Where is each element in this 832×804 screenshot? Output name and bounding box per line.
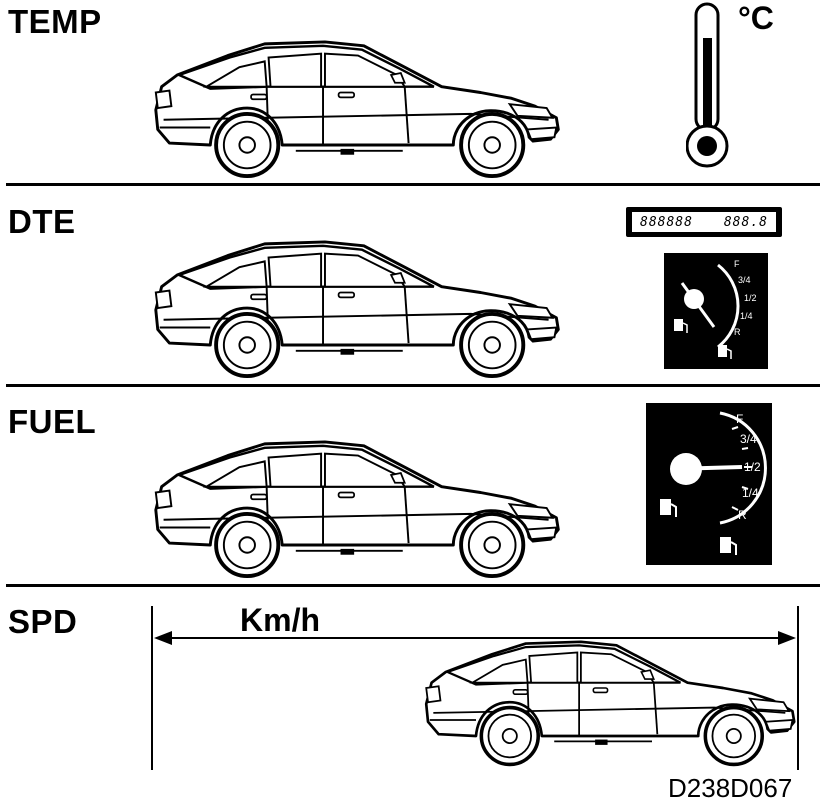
speed-unit: Km/h — [240, 602, 320, 638]
fuel-pump-icon — [660, 499, 677, 517]
spd-label: SPD — [8, 603, 78, 640]
fuel-pump-icon — [674, 319, 688, 333]
fuel-gauge-icon-fuel: F 3/4 1/2 1/4 R — [646, 403, 772, 565]
fuel-label: FUEL — [8, 403, 97, 440]
divider-1 — [6, 183, 820, 186]
dte-gauge-mark-three-quarter: 3/4 — [738, 275, 751, 285]
dte-display-left: 888888 — [640, 214, 693, 230]
temp-label: TEMP — [8, 3, 102, 40]
car-illustration-dte — [153, 240, 561, 379]
fuel-gauge-icon-dte: F 3/4 1/2 1/4 R — [664, 253, 768, 369]
divider-2 — [6, 384, 820, 387]
dte-gauge-mark-half: 1/2 — [744, 293, 757, 303]
figure-code: D238D067 — [668, 773, 793, 803]
fuel-gauge-mark-reserve: R — [738, 508, 747, 522]
dte-gauge-mark-reserve: R — [734, 327, 741, 337]
fuel-pump-icon — [718, 345, 732, 359]
car-illustration-temp — [153, 40, 561, 179]
dte-display-right: 888.8 — [723, 214, 768, 230]
fuel-gauge-mark-quarter: 1/4 — [742, 486, 759, 500]
arrow-icon — [151, 606, 799, 770]
fuel-pump-icon — [720, 537, 737, 555]
dte-display: 888888 888.8 — [626, 207, 782, 237]
fuel-gauge-mark-half: 1/2 — [744, 460, 761, 474]
fuel-gauge-mark-full: F — [736, 412, 743, 426]
dte-gauge-mark-full: F — [734, 259, 740, 269]
dte-gauge-mark-quarter: 1/4 — [740, 311, 753, 321]
temp-unit: °C — [738, 0, 774, 36]
dte-label: DTE — [8, 203, 76, 240]
divider-3 — [6, 584, 820, 587]
fuel-gauge-mark-three-quarter: 3/4 — [740, 432, 757, 446]
car-illustration-fuel — [153, 440, 561, 579]
thermometer-icon — [686, 2, 729, 168]
car-illustration-spd — [424, 640, 797, 767]
